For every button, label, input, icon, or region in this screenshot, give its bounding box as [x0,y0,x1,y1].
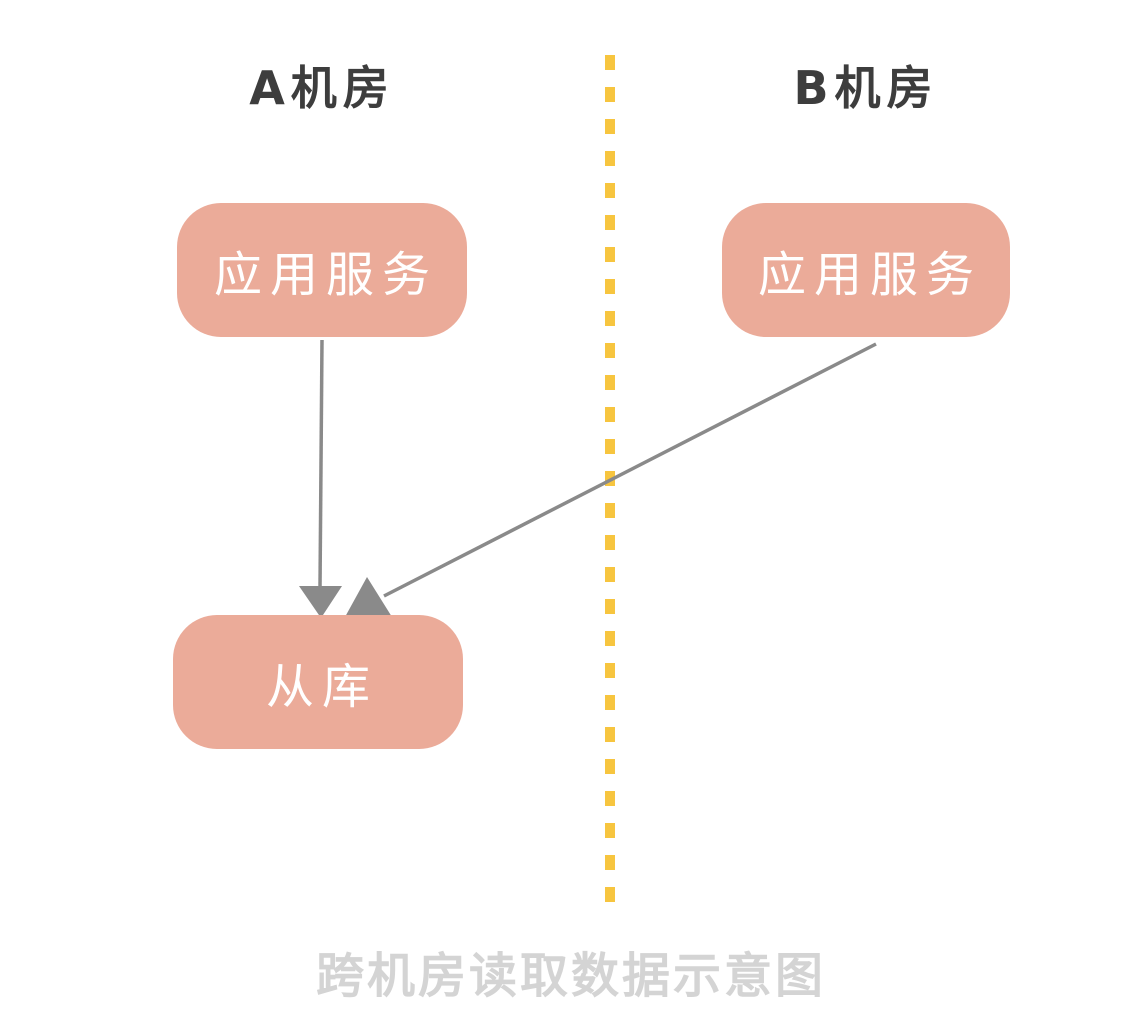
arrowhead-app-a-to-slave [299,586,342,618]
zone-label-b: B机房 [793,61,939,115]
node-app-service-b-label: 应用服务 [757,247,982,303]
node-app-service-a-label: 应用服务 [213,247,438,303]
zone-label-a: A机房 [249,61,395,115]
node-slave-db: 从库 [173,615,463,749]
node-app-service-b: 应用服务 [722,203,1010,337]
node-slave-db-label: 从库 [265,659,378,715]
edge-app-b-to-slave [383,342,877,598]
node-app-service-a: 应用服务 [177,203,467,337]
diagram-caption: 跨机房读取数据示意图 [315,948,826,1004]
arrowhead-app-b-to-slave [345,577,392,617]
edge-app-a-to-slave [318,339,324,589]
